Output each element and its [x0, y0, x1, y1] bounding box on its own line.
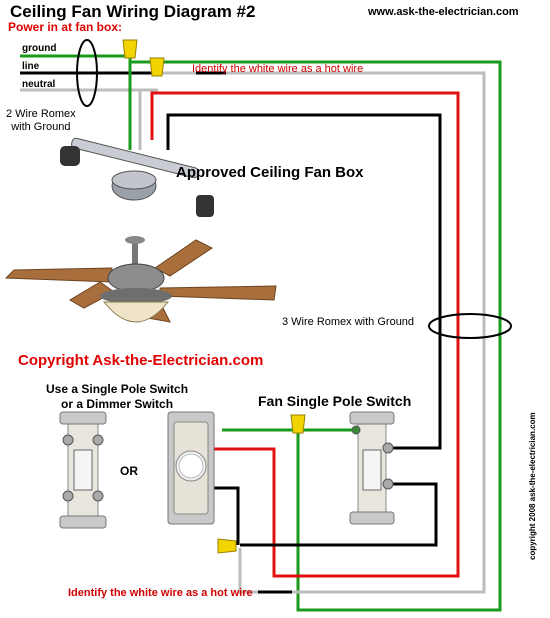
wire-nut-ground-bottom — [290, 414, 306, 434]
wire-nut-black-bottom — [217, 538, 237, 554]
neutral-wire-label: neutral — [22, 79, 56, 90]
neutral-to-fan — [138, 88, 158, 150]
copyright-text: Copyright Ask-the-Electrician.com — [18, 352, 264, 369]
red-wire — [150, 91, 460, 578]
line-wire-label: line — [22, 61, 40, 72]
romex-3wire-loop — [428, 313, 512, 339]
switch-choice-label: Use a Single Pole Switch or a Dimmer Swi… — [46, 382, 188, 412]
vertical-copyright: copyright 2008 ask-the-electrician.com — [528, 412, 537, 560]
black-wire — [166, 113, 442, 450]
or-label: OR — [120, 464, 138, 478]
romex-2wire-line1: 2 Wire Romex — [6, 108, 76, 120]
ground-run-wire — [128, 56, 502, 612]
romex-2wire-loop — [76, 39, 98, 107]
fan-single-pole-switch — [349, 411, 395, 525]
hot-wire-note-top: Identify the white wire as a hot wire — [192, 63, 364, 75]
wire-nut-line-top — [149, 57, 165, 77]
dimmer-black-wire — [214, 486, 240, 545]
website-url: www.ask-the-electrician.com — [368, 6, 519, 18]
romex-2wire-label: 2 Wire Romex with Ground — [6, 108, 76, 134]
ceiling-fan-illustration — [4, 236, 277, 323]
single-pole-switch-left — [59, 411, 107, 529]
ground-wire-label: ground — [22, 43, 57, 54]
power-in-label: Power in at fan box: — [8, 20, 123, 34]
fan-switch-label: Fan Single Pole Switch — [258, 393, 412, 409]
white-hot-wire — [158, 71, 486, 594]
diagram-title: Ceiling Fan Wiring Diagram #2 — [10, 2, 256, 21]
romex-3wire-label: 3 Wire Romex with Ground — [282, 316, 415, 328]
fan-box-label: Approved Ceiling Fan Box — [176, 164, 364, 181]
wire-nut-ground-top — [122, 39, 138, 59]
romex-2wire-line2: with Ground — [11, 121, 71, 133]
black-switch-link — [240, 482, 438, 547]
switch-choice-line1: Use a Single Pole Switch — [46, 382, 189, 396]
switch-choice-line2: or a Dimmer Switch — [61, 397, 174, 411]
ceiling-fan-box-illustration — [60, 137, 214, 217]
hot-wire-note-bottom: Identify the white wire as a hot wire — [68, 587, 253, 599]
dimmer-switch — [167, 411, 215, 525]
